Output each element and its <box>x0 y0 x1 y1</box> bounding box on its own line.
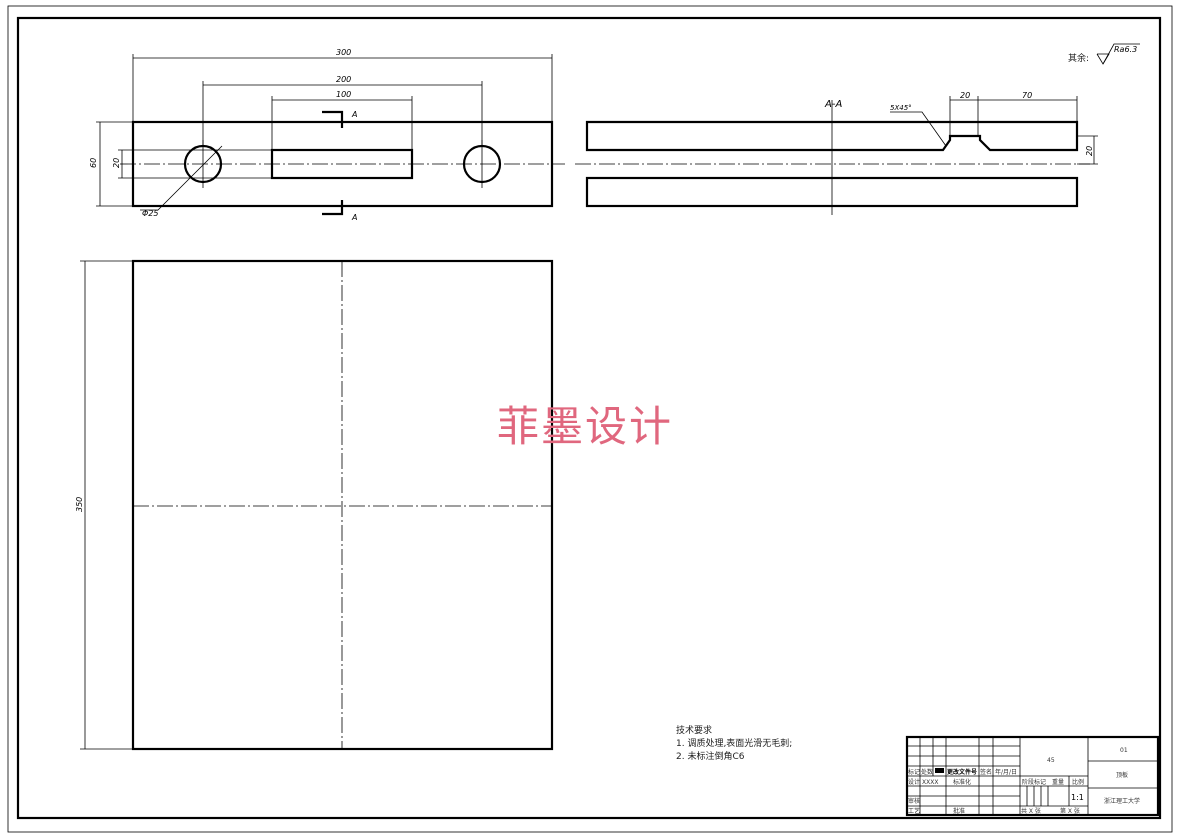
tb-school: 浙江理工大学 <box>1104 797 1140 805</box>
tb-change-doc: 更改文件号 <box>947 768 977 776</box>
dim-350: 350 <box>75 497 84 512</box>
tb-scale: 1:1 <box>1071 793 1084 802</box>
inner-border <box>16 16 1162 820</box>
tb-standard: 标准化 <box>953 778 971 786</box>
section-mark-top: A <box>351 110 357 119</box>
tb-stage: 阶段标记 <box>1022 778 1046 786</box>
chamfer-label: 5X45° <box>890 104 912 112</box>
watermark: 菲墨设计 <box>497 402 673 451</box>
tb-date: 年/月/日 <box>995 768 1017 776</box>
tb-design: 设计 <box>908 778 920 786</box>
title-block: 标记 处数 更改文件号 签名 年/月/日 设计 XXXX 标准化 审核 工艺 批… <box>905 735 1160 817</box>
roughness-symbol: 其余: Ra6.3 <box>1068 43 1140 65</box>
tb-material: 45 <box>1047 757 1055 764</box>
plan-view: 350 <box>75 259 554 751</box>
tb-approve: 批准 <box>953 807 965 815</box>
tb-count: 处数 <box>921 768 933 776</box>
dim-60: 60 <box>89 158 98 168</box>
tb-scale-label: 比例 <box>1072 778 1084 786</box>
section-mark-bottom: A <box>351 213 357 222</box>
tech-item: 2. 未标注倒角C6 <box>676 750 745 762</box>
tb-process: 工艺 <box>908 807 920 815</box>
roughness-value: Ra6.3 <box>1114 45 1137 54</box>
dim-bore: 20 <box>1085 146 1094 156</box>
tb-designer: XXXX <box>922 779 938 786</box>
tb-sheet: 第 X 张 <box>1060 807 1080 815</box>
tb-weight: 重量 <box>1052 778 1064 786</box>
tech-title: 技术要求 <box>676 724 712 736</box>
section-view: A-A 5X45° 20 70 20 <box>575 91 1098 215</box>
tech-item: 1. 调质处理,表面光滑无毛刺; <box>676 737 792 749</box>
dim-groove: 20 <box>960 91 970 100</box>
dim-end: 70 <box>1022 91 1032 100</box>
tb-drawing-no: 01 <box>1120 747 1128 754</box>
dim-20: 20 <box>112 158 121 168</box>
tb-review: 审核 <box>908 797 920 805</box>
tb-sheets: 共 X 张 <box>1021 807 1041 815</box>
slot <box>270 148 414 180</box>
outer-frame <box>7 5 1173 833</box>
tb-mark: 标记 <box>908 768 920 776</box>
section-title: A-A <box>824 99 842 110</box>
top-view: 300 200 100 60 20 Φ25 A A <box>89 48 565 222</box>
roughness-label: 其余: <box>1068 52 1089 64</box>
dim-300: 300 <box>336 48 351 57</box>
tb-sign: 签名 <box>980 768 992 776</box>
dim-100: 100 <box>336 90 351 99</box>
dim-200: 200 <box>336 75 351 84</box>
dim-phi25: Φ25 <box>142 209 158 218</box>
tb-part-name: 顶板 <box>1116 771 1128 779</box>
tech-requirements: 技术要求 1. 调质处理,表面光滑无毛刺; 2. 未标注倒角C6 <box>676 724 792 762</box>
